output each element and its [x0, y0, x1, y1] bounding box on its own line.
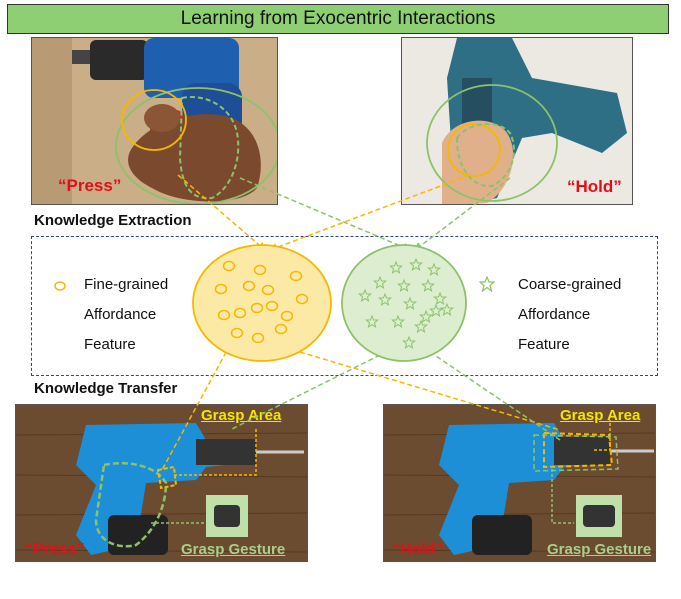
fine-feature-line1: Fine-grained [84, 276, 169, 293]
exocentric-hold-photo [401, 37, 633, 205]
knowledge-extraction-label: Knowledge Extraction [34, 212, 192, 229]
fine-feature-line2: Affordance [84, 306, 157, 323]
ego-press-grasp-area-label: Grasp Area [201, 407, 282, 424]
exo-press-label: “Press” [58, 176, 122, 195]
coarse-feature-text: Coarse-grained Affordance Feature [518, 270, 621, 360]
ego-hold-grasp-area-label: Grasp Area [560, 407, 641, 424]
coarse-feature-line1: Coarse-grained [518, 276, 622, 293]
coarse-feature-line3: Feature [518, 336, 570, 353]
exo-hold-label: “Hold” [567, 177, 622, 196]
ego-hold-grasp-gesture-label: Grasp Gesture [547, 541, 652, 558]
fine-feature-text: Fine-grained Affordance Feature [84, 270, 168, 360]
egocentric-hold-photo [383, 404, 656, 562]
knowledge-transfer-label: Knowledge Transfer [34, 380, 178, 397]
ego-press-label: “Press” [25, 541, 85, 558]
coarse-legend-icon [478, 275, 496, 297]
coarse-feature-line2: Affordance [518, 306, 591, 323]
exocentric-press-photo [31, 37, 278, 205]
fine-feature-line3: Feature [84, 336, 136, 353]
egocentric-press-photo [15, 404, 308, 562]
fine-legend-icon [53, 279, 67, 297]
ego-press-grasp-gesture-label: Grasp Gesture [181, 541, 286, 558]
ego-hold-label: “Hold” [392, 541, 444, 558]
top-banner: Learning from Exocentric Interactions [7, 4, 669, 34]
